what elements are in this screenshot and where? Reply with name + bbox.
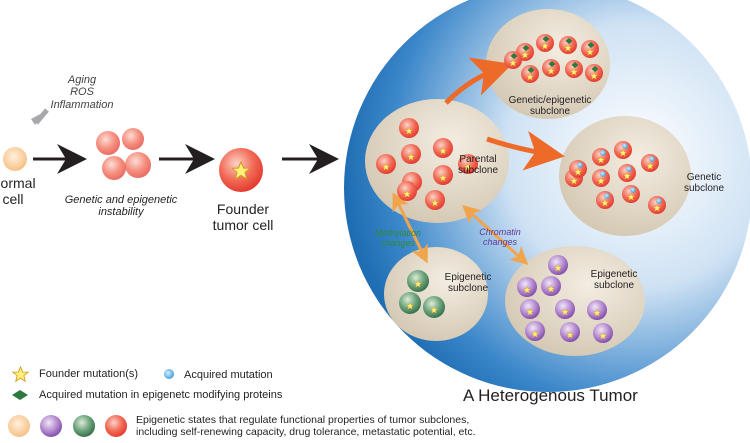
blue-dot-icon bbox=[604, 193, 610, 199]
legend-founder-mutation: Founder mutation(s) bbox=[39, 368, 139, 380]
chromatin-arrow-icon bbox=[462, 204, 529, 266]
legend-red-cell bbox=[8, 415, 30, 437]
blue-dot-icon bbox=[622, 143, 628, 149]
legend-epigenetic-states: Epigenetic states that regulate function… bbox=[136, 414, 476, 438]
blue-dot-icon bbox=[626, 166, 632, 172]
instability-cells bbox=[96, 128, 151, 180]
green-diamond-icon bbox=[591, 66, 599, 72]
blue-dot-icon bbox=[630, 187, 636, 193]
star-icon bbox=[12, 366, 29, 382]
legend-acquired-epigenetic: Acquired mutation in epigenetc modifying… bbox=[39, 389, 283, 401]
green-diamond-icon bbox=[587, 42, 595, 48]
legend-purple-cell bbox=[40, 415, 62, 437]
green-diamond-icon bbox=[542, 36, 550, 42]
green-diamond-icon bbox=[548, 61, 556, 67]
stress-arrow-shaft bbox=[34, 108, 49, 125]
arrow-icon bbox=[444, 57, 513, 105]
blue-dot-icon bbox=[164, 369, 174, 379]
legend-green-cell bbox=[73, 415, 95, 437]
subclone-cells bbox=[376, 34, 666, 343]
legend-acquired-mutation: Acquired mutation bbox=[184, 369, 273, 381]
tumor-title: A Heterogenous Tumor bbox=[463, 386, 638, 405]
epigenetic-subclone-left bbox=[384, 247, 488, 341]
green-diamond-icon bbox=[522, 45, 530, 51]
blue-dot-icon bbox=[600, 171, 606, 177]
green-diamond-icon bbox=[571, 62, 579, 68]
methylation-arrow-icon bbox=[392, 192, 428, 264]
blue-dot-icon bbox=[656, 198, 662, 204]
normal-cell-icon bbox=[3, 147, 27, 171]
blue-dot-icon bbox=[600, 150, 606, 156]
green-diamond-icon bbox=[565, 38, 573, 44]
green-diamond-icon bbox=[510, 53, 518, 59]
legend-orange-cell bbox=[105, 415, 127, 437]
blue-dot-icon bbox=[577, 162, 583, 168]
green-diamond-icon bbox=[527, 67, 535, 73]
blue-dot-icon bbox=[649, 156, 655, 162]
normal-cell-label: Normalcell bbox=[0, 175, 36, 207]
green-diamond-icon bbox=[12, 390, 28, 400]
arrow-icon bbox=[486, 130, 565, 171]
